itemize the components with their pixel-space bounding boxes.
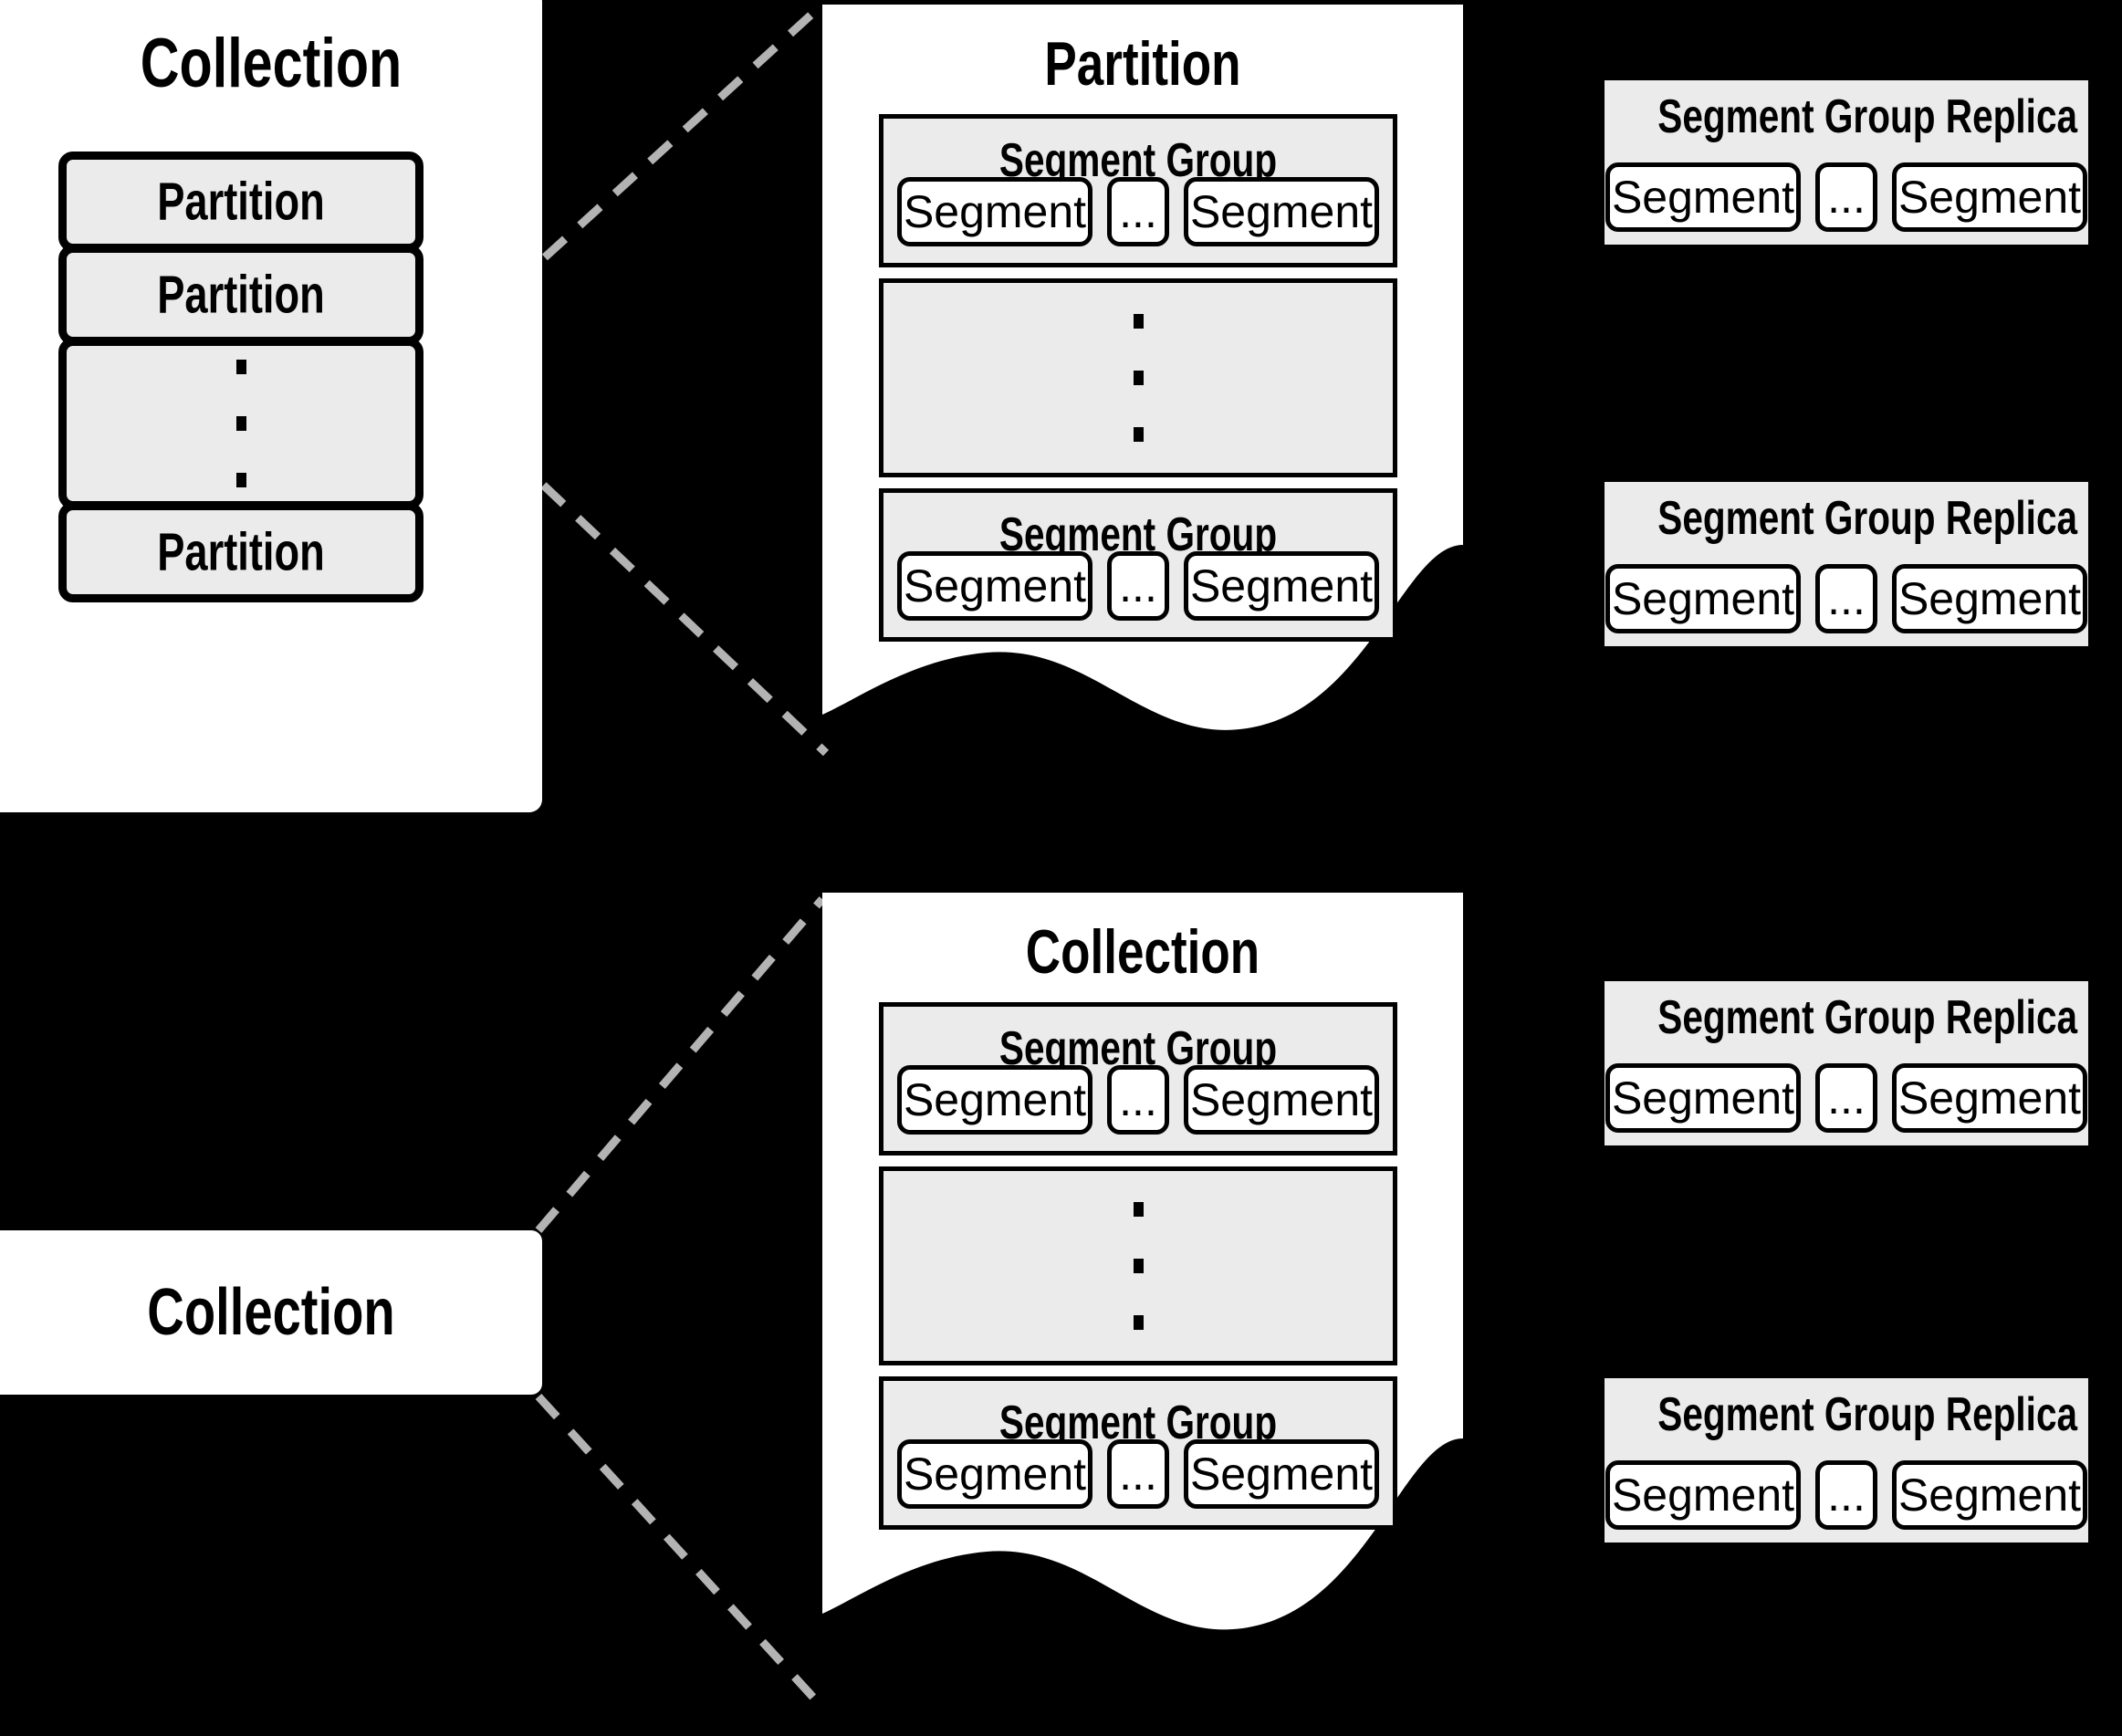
segment-box[interactable]: Segment — [1184, 1065, 1379, 1135]
segment-group[interactable]: Segment Group Segment ... Segment — [879, 1376, 1397, 1530]
segment-box[interactable]: Segment — [897, 551, 1092, 621]
segment-list: Segment ... Segment — [1605, 564, 2088, 633]
vertical-ellipsis-icon — [67, 360, 415, 487]
segment-box[interactable]: Segment — [1892, 564, 2087, 633]
segment-ellipsis-icon: ... — [1815, 1063, 1877, 1133]
segment-group[interactable]: Segment Group Segment ... Segment — [879, 488, 1397, 642]
partition-detail-title: Partition — [1044, 29, 1241, 99]
segment-ellipsis-icon: ... — [1815, 1460, 1877, 1530]
segment-group-replica[interactable]: Segment Group Replica Segment ... Segmen… — [1605, 482, 2088, 646]
segment-group-ellipsis — [879, 1166, 1397, 1365]
segment-group-replica-title: Segment Group Replica — [1657, 1388, 2078, 1441]
connector-bottom-lower — [535, 1393, 830, 1715]
segment-list: Segment ... Segment — [883, 551, 1393, 621]
segment-box[interactable]: Segment — [1892, 1063, 2087, 1133]
segment-list: Segment ... Segment — [883, 177, 1393, 246]
partition-label: Partition — [157, 172, 325, 232]
vertical-ellipsis-icon — [883, 314, 1393, 442]
segment-group-replica[interactable]: Segment Group Replica Segment ... Segmen… — [1605, 1378, 2088, 1543]
partition-label: Partition — [157, 265, 325, 325]
segment-box[interactable]: Segment — [1184, 1439, 1379, 1509]
segment-box[interactable]: Segment — [1184, 177, 1379, 246]
segment-group[interactable]: Segment Group Segment ... Segment — [879, 1002, 1397, 1156]
segment-ellipsis-icon: ... — [1107, 1065, 1169, 1135]
segment-group-replica-title: Segment Group Replica — [1657, 492, 2078, 545]
partition-row[interactable]: Partition — [58, 502, 423, 602]
collection-panel: Collection Partition Partition Partition — [0, 0, 542, 812]
connector-bottom-upper — [535, 896, 826, 1233]
collection-detail-title: Collection — [1025, 917, 1260, 987]
segment-box[interactable]: Segment — [897, 177, 1092, 246]
segment-ellipsis-icon: ... — [1107, 551, 1169, 621]
segment-box[interactable]: Segment — [1605, 1460, 1801, 1530]
segment-list: Segment ... Segment — [883, 1065, 1393, 1135]
segment-group-replica[interactable]: Segment Group Replica Segment ... Segmen… — [1605, 981, 2088, 1145]
segment-box[interactable]: Segment — [1184, 551, 1379, 621]
segment-ellipsis-icon: ... — [1815, 162, 1877, 232]
segment-list: Segment ... Segment — [883, 1439, 1393, 1509]
segment-box[interactable]: Segment — [897, 1439, 1092, 1509]
vertical-ellipsis-icon — [883, 1202, 1393, 1330]
segment-group[interactable]: Segment Group Segment ... Segment — [879, 114, 1397, 267]
partition-row[interactable]: Partition — [58, 245, 423, 345]
segment-group-ellipsis — [879, 278, 1397, 477]
segment-ellipsis-icon: ... — [1107, 177, 1169, 246]
partition-row[interactable]: Partition — [58, 152, 423, 252]
segment-ellipsis-icon: ... — [1815, 564, 1877, 633]
collection-detail-panel: Collection Segment Group Segment ... Seg… — [822, 893, 1463, 1719]
segment-list: Segment ... Segment — [1605, 1460, 2088, 1530]
collection-card-label: Collection — [147, 1276, 395, 1349]
segment-ellipsis-icon: ... — [1107, 1439, 1169, 1509]
segment-list: Segment ... Segment — [1605, 1063, 2088, 1133]
partition-label: Partition — [157, 522, 325, 582]
segment-group-replica-title: Segment Group Replica — [1657, 90, 2078, 143]
segment-box[interactable]: Segment — [1605, 1063, 1801, 1133]
partition-detail-panel: Partition Segment Group Segment ... Segm… — [822, 5, 1463, 808]
segment-box[interactable]: Segment — [1605, 162, 1801, 232]
segment-list: Segment ... Segment — [1605, 162, 2088, 232]
segment-group-replica-title: Segment Group Replica — [1657, 991, 2078, 1044]
segment-group-replica[interactable]: Segment Group Replica Segment ... Segmen… — [1605, 80, 2088, 245]
collection-card[interactable]: Collection — [0, 1230, 542, 1395]
segment-box[interactable]: Segment — [897, 1065, 1092, 1135]
partition-row-ellipsis — [58, 338, 423, 509]
segment-box[interactable]: Segment — [1892, 162, 2087, 232]
segment-box[interactable]: Segment — [1892, 1460, 2087, 1530]
collection-panel-title: Collection — [140, 25, 402, 102]
segment-box[interactable]: Segment — [1605, 564, 1801, 633]
